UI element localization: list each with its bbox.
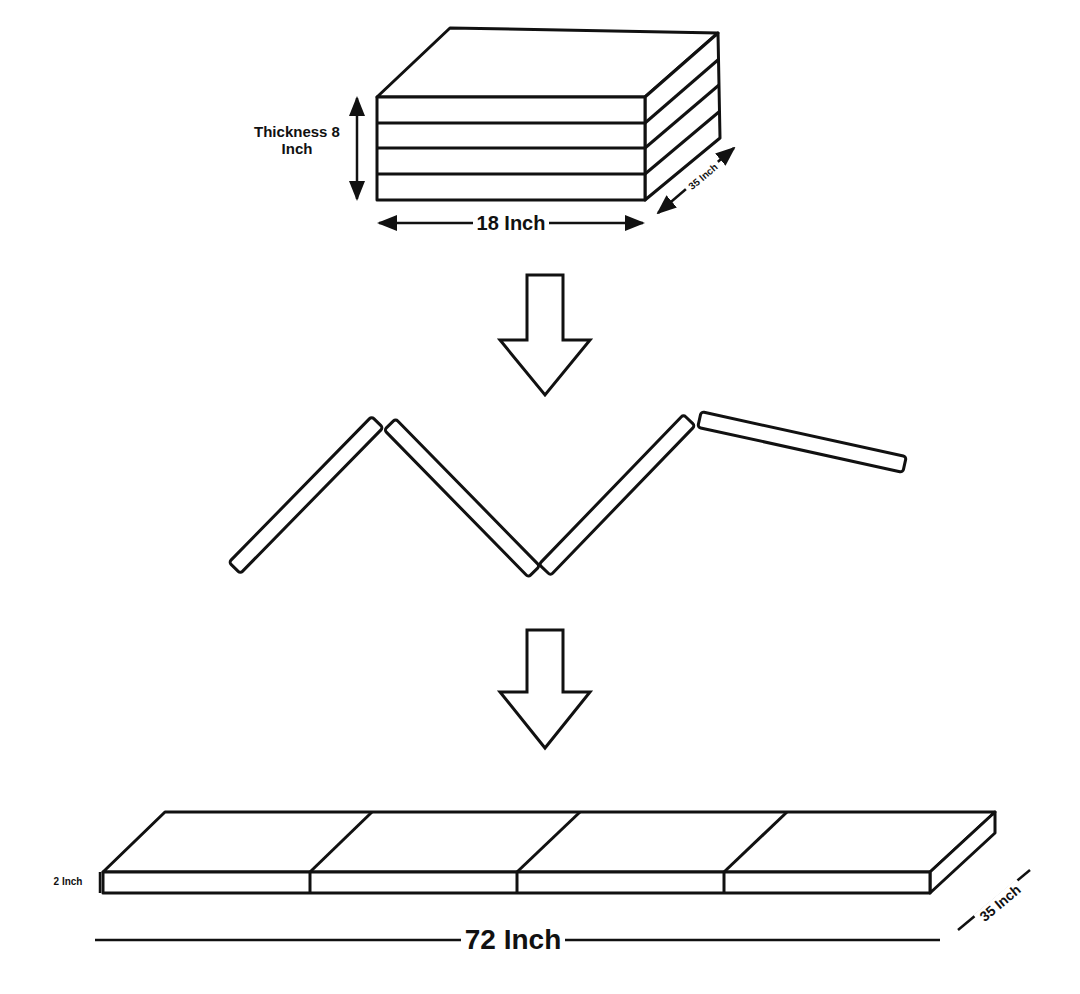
width-label: 18 Inch: [473, 212, 550, 235]
mattress-slat: [539, 415, 695, 576]
dimension-line: [958, 870, 1030, 930]
layer-line: [377, 147, 645, 150]
segment-line: [516, 872, 519, 893]
dimension-arrow: [357, 98, 734, 223]
layer-line: [377, 122, 645, 125]
segment-line: [309, 872, 312, 893]
stack-front: [377, 97, 645, 200]
dimension-arrow: [658, 148, 734, 213]
length-label: 72 Inch: [461, 924, 565, 956]
dimension-tick: [99, 872, 102, 893]
depth-label: 35 Inch: [973, 879, 1026, 927]
layer-line: [645, 85, 719, 148]
mattress-front: [103, 872, 930, 893]
mattress-side: [930, 812, 995, 893]
mattress-top: [103, 812, 995, 872]
segment-line: [517, 812, 580, 872]
flow-arrow: [500, 275, 590, 395]
unfolded-mattress: [103, 812, 995, 893]
mattress-slat: [384, 419, 540, 577]
flow-arrow: [500, 275, 590, 748]
mattress-slat: [698, 412, 907, 473]
segment-line: [724, 812, 787, 872]
depth-label: 35 Inch: [683, 159, 723, 195]
thickness-label: Thickness 8 Inch: [243, 123, 351, 158]
thickness-label: 2 Inch: [50, 876, 87, 888]
folded-stack: [377, 28, 720, 200]
mattress-slat: [229, 417, 383, 574]
layer-line: [645, 59, 719, 123]
segment-line: [723, 872, 726, 893]
dimension-arrow: [356, 98, 359, 199]
segment-line: [310, 812, 372, 872]
unfolding-slats: [229, 412, 906, 578]
layer-line: [377, 173, 645, 176]
flow-arrow: [500, 630, 590, 748]
